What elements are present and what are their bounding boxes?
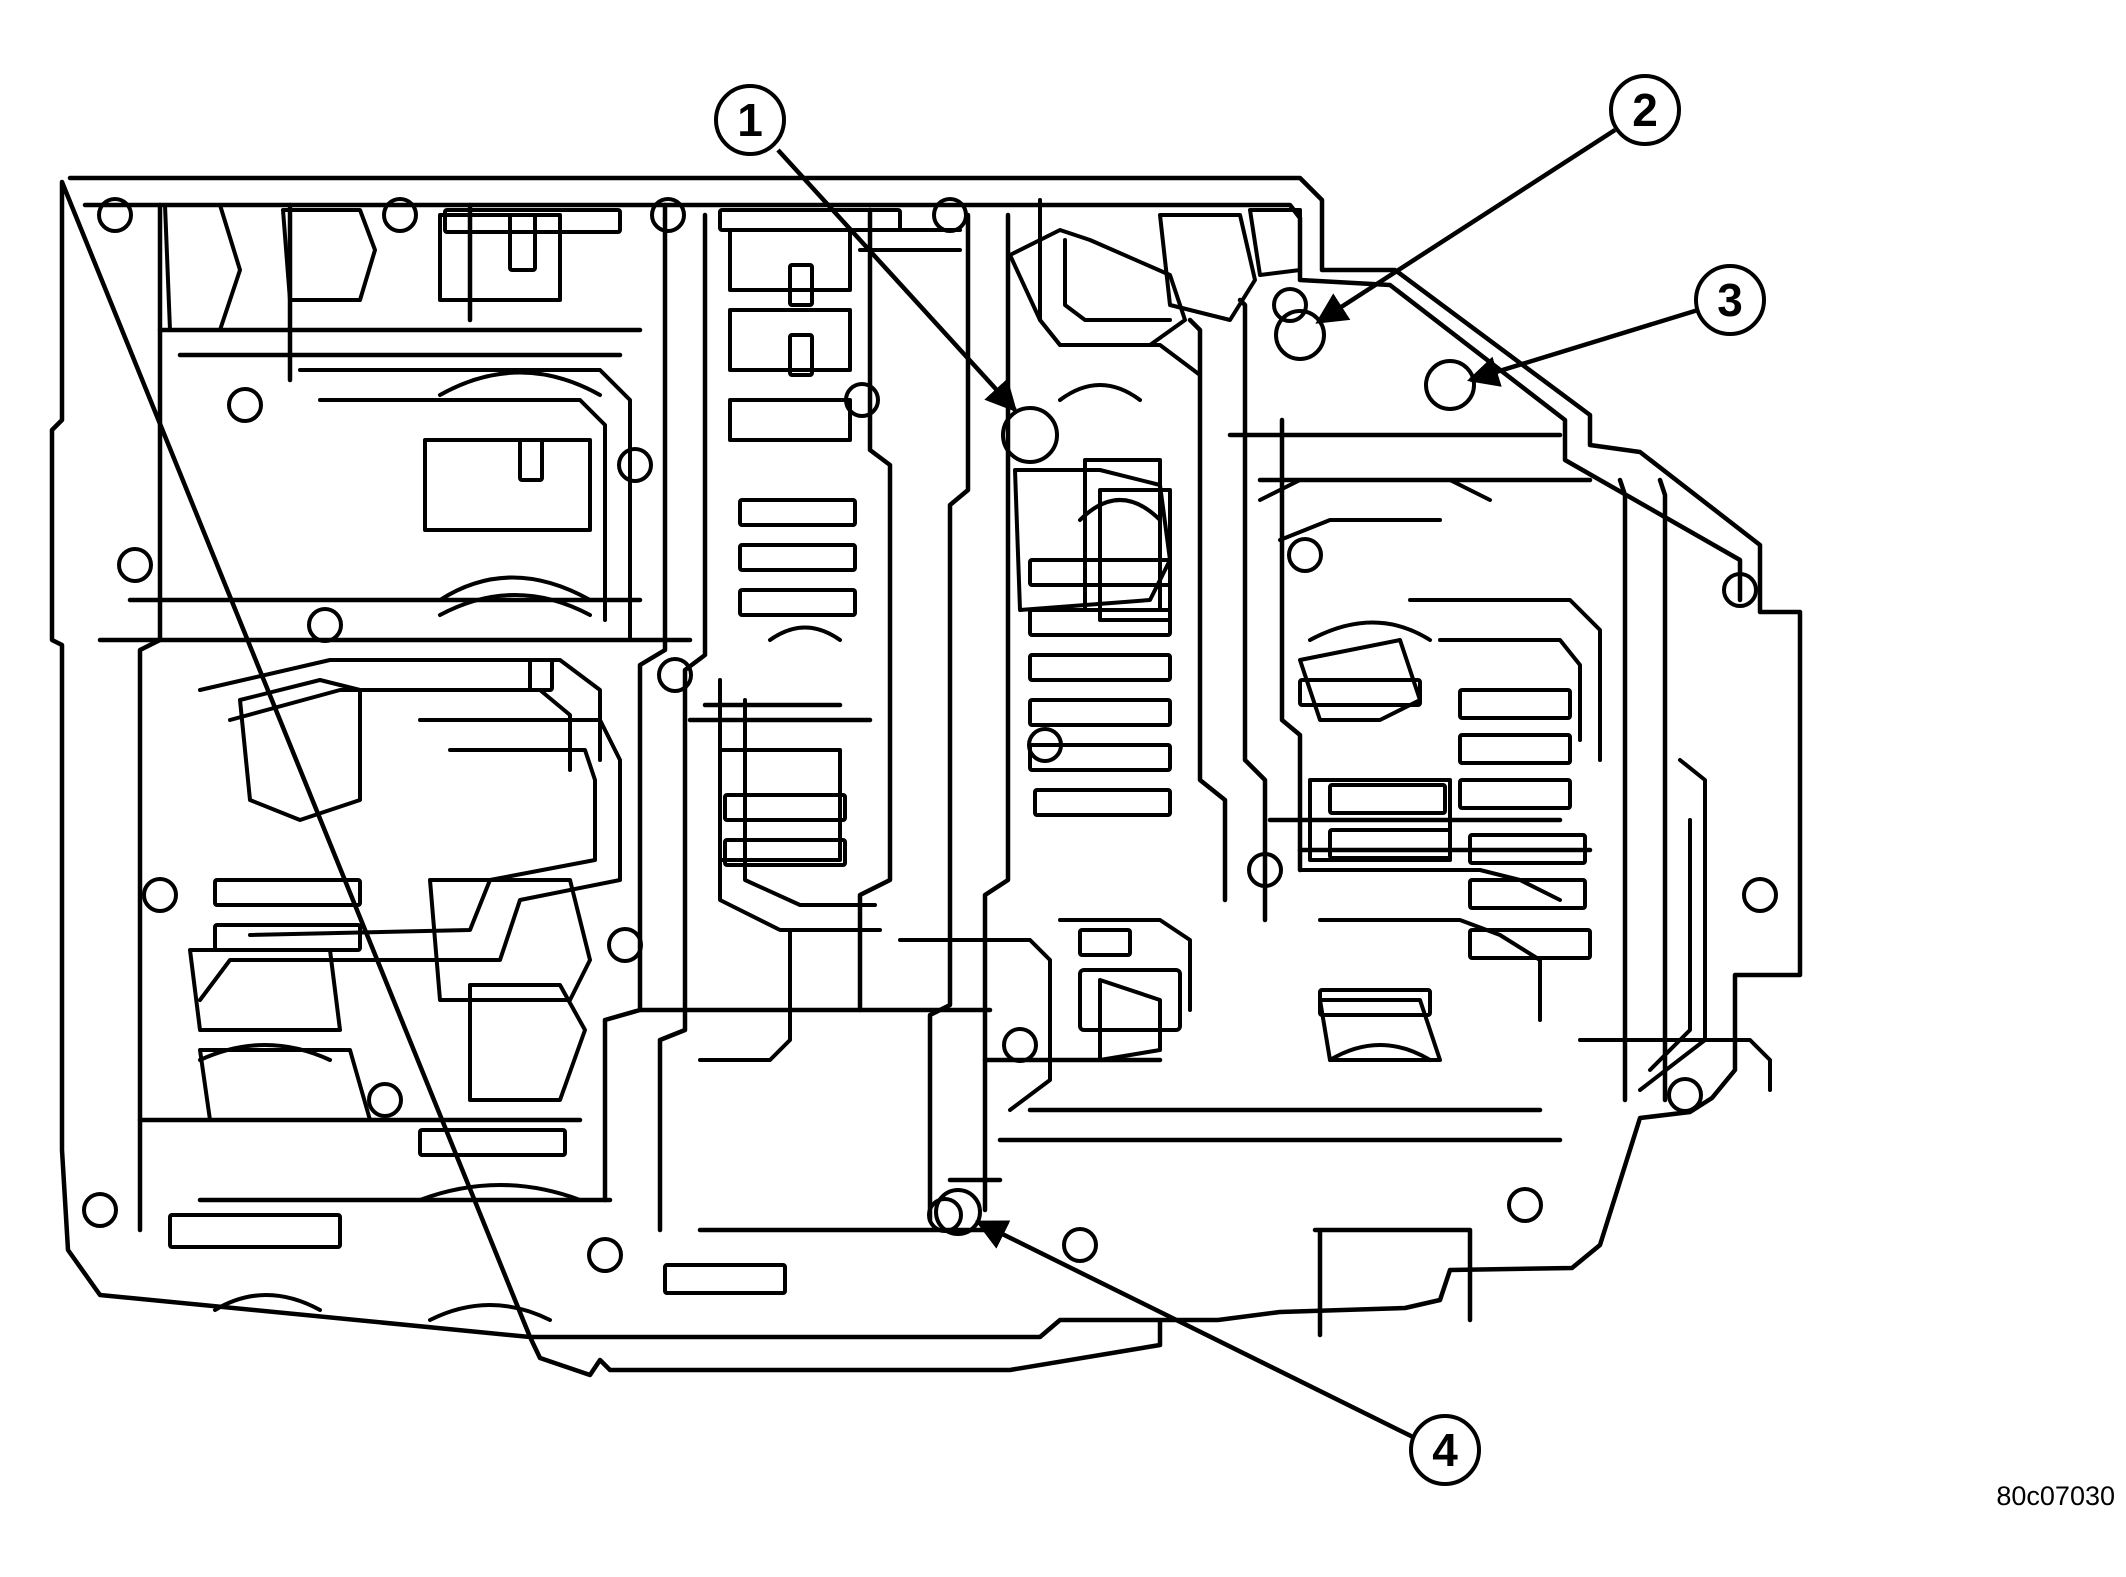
callout-1: 1: [714, 84, 1018, 413]
port-3: [1424, 359, 1476, 411]
leader-arrow-1: [776, 148, 1018, 413]
callout-circle-1: [714, 84, 786, 156]
port-slots: [168, 208, 1592, 1295]
bolt-holes: [82, 197, 1778, 1273]
port-1: [1001, 406, 1059, 464]
port-4: [934, 1188, 982, 1236]
callout-number-4: 4: [1432, 1424, 1458, 1476]
callout-circle-4: [1409, 1414, 1481, 1486]
leader-arrow-4: [975, 1219, 1414, 1440]
callout-number-2: 2: [1632, 84, 1658, 136]
callouts: 1 2 3 4: [714, 74, 1766, 1486]
casting-top-rail: [82, 202, 1743, 603]
callout-4: 4: [975, 1219, 1481, 1486]
fluid-channels: [198, 198, 1772, 1112]
callout-circle-2: [1609, 74, 1681, 146]
casting-bottom-step: [1312, 1227, 1473, 1338]
casting-pockets: [163, 203, 1452, 1122]
callout-number-3: 3: [1717, 274, 1743, 326]
callout-2: 2: [1315, 74, 1681, 324]
port-2: [1274, 309, 1326, 361]
partition-walls: [137, 202, 1668, 1233]
callout-number-1: 1: [737, 94, 763, 146]
leader-arrow-3: [1466, 307, 1699, 387]
check-ball-ports: [934, 309, 1476, 1236]
figure-code: 80c07030: [1996, 1481, 2115, 1511]
valve-body-casting: [49, 175, 1803, 1378]
valve-bores: [198, 370, 1432, 1322]
leader-arrow-2: [1315, 128, 1617, 324]
callout-3: 3: [1466, 264, 1766, 387]
callout-circle-3: [1694, 264, 1766, 336]
casting-outline: [49, 175, 1803, 1378]
